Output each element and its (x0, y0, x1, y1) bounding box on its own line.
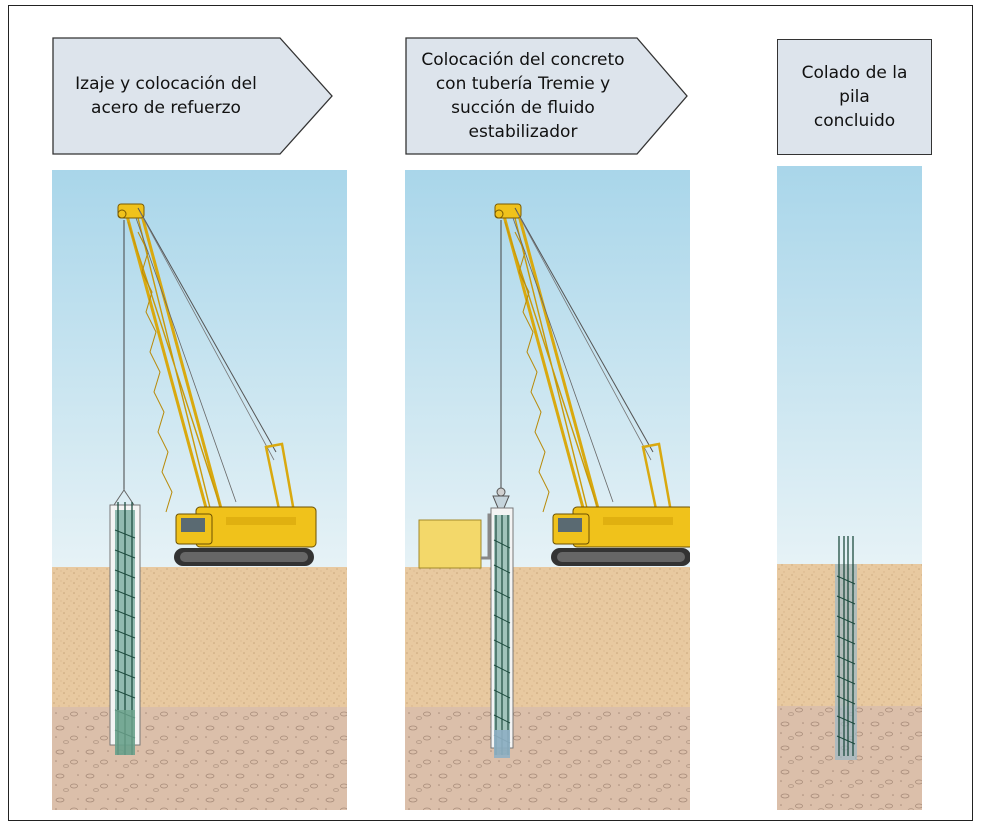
panel-3-illustration (777, 166, 922, 810)
step-2-line-2: con tubería Tremie y (435, 74, 611, 94)
sky (777, 166, 922, 564)
arrow-shape (405, 37, 688, 155)
step-1-line-1: Izaje y colocación del (75, 74, 257, 94)
panel-step-2 (405, 170, 690, 810)
step-2-label: Colocación del concreto con tubería Trem… (405, 37, 689, 155)
upper-soil (405, 567, 690, 707)
step-2-line-4: estabilizador (468, 122, 578, 142)
sky (52, 170, 347, 567)
panel-2-illustration (405, 170, 690, 810)
sky (405, 170, 690, 567)
step-1-line-2: acero de refuerzo (91, 98, 241, 118)
step-1-label: Izaje y colocación del acero de refuerzo (52, 37, 334, 155)
step-3-line-1: Colado de la (801, 63, 908, 83)
lower-soil (52, 707, 347, 810)
step-2-line-3: succión de fluido (451, 98, 595, 118)
arrow-shape (52, 37, 333, 155)
step-3-label: Colado de la pila concluido (777, 39, 932, 155)
panel-1-illustration (52, 170, 347, 810)
concrete-fill (494, 730, 510, 758)
finished-pile (835, 564, 857, 760)
upper-soil (52, 567, 347, 707)
fluid-tank (418, 519, 482, 569)
lower-soil (405, 707, 690, 810)
rebar-cage (836, 536, 856, 756)
step-2-line-1: Colocación del concreto (421, 50, 625, 70)
panel-step-3 (777, 166, 922, 810)
step-3-line-3: concluido (813, 111, 896, 131)
step-3-line-2: pila (839, 87, 870, 107)
panel-step-1 (52, 170, 347, 810)
rebar-cage (493, 515, 511, 755)
